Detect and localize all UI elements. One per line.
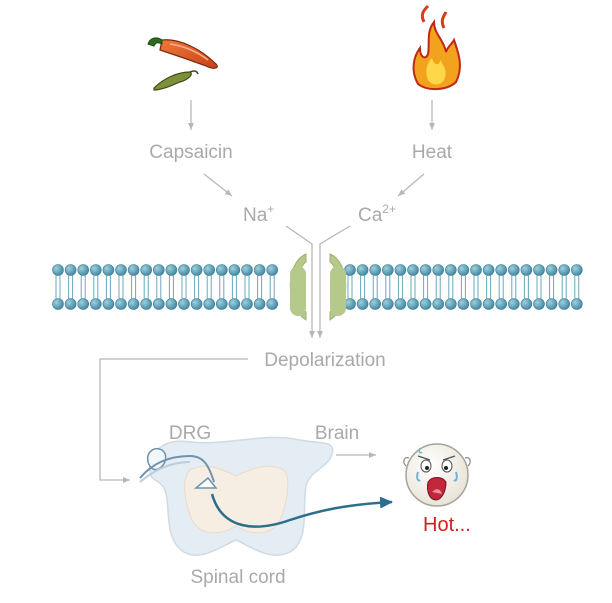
lipid-head <box>470 298 482 310</box>
lipid-head <box>356 264 369 276</box>
lipid-head <box>558 298 571 310</box>
lipid-head <box>407 264 419 276</box>
lipid-head <box>77 264 89 276</box>
lipid-head <box>432 298 445 310</box>
lipid-head <box>241 298 253 310</box>
lipid-head <box>140 298 152 310</box>
lipid-head <box>419 264 432 276</box>
chili-pepper-icon <box>147 37 218 91</box>
lipid-head <box>533 298 545 310</box>
spinal-cord-label: Spinal cord <box>190 567 285 588</box>
sweating-face-icon <box>403 443 471 507</box>
lipid-head <box>507 298 520 310</box>
lipid-head <box>64 298 77 310</box>
lipid-head <box>520 264 533 276</box>
lipid-head <box>127 298 140 310</box>
lipid-head <box>266 264 279 276</box>
lipid-head <box>216 298 228 310</box>
lipid-head <box>115 264 127 276</box>
lipid-head <box>102 298 115 310</box>
lipid-head <box>381 264 394 276</box>
lipid-head <box>115 298 127 310</box>
lipid-head <box>77 298 89 310</box>
lipid-head <box>253 264 266 276</box>
drg-label: DRG <box>169 423 211 444</box>
lipid-head <box>482 298 495 310</box>
calcium-charge: 2+ <box>382 202 396 216</box>
lipid-head <box>394 264 407 276</box>
lipid-head <box>520 298 533 310</box>
capsaicin-label: Capsaicin <box>149 142 232 163</box>
trpv1-channel-icon <box>289 253 347 321</box>
lipid-head <box>444 264 457 276</box>
lipid-head <box>216 264 228 276</box>
lipid-head <box>165 298 178 310</box>
lipid-head <box>344 264 356 276</box>
lipid-head <box>570 298 583 310</box>
lipid-head <box>533 264 545 276</box>
lipid-head <box>266 298 279 310</box>
brain-label: Brain <box>315 423 359 444</box>
lipid-head <box>545 298 558 310</box>
heat-label: Heat <box>412 142 453 163</box>
lipid-head <box>570 264 583 276</box>
lipid-head <box>507 264 520 276</box>
lipid-head <box>545 264 558 276</box>
lipid-head <box>407 298 419 310</box>
lipid-head <box>190 298 203 310</box>
lipid-head <box>495 298 508 310</box>
lipid-head <box>203 298 215 310</box>
lipid-head <box>369 298 382 310</box>
lipid-head <box>495 264 508 276</box>
lipid-head <box>165 264 178 276</box>
lipid-head <box>444 298 457 310</box>
sodium-ion-label: Na+ <box>243 202 274 226</box>
lipid-head <box>127 264 140 276</box>
lipid-head <box>381 298 394 310</box>
lipid-head <box>64 264 77 276</box>
lipid-head <box>90 264 102 276</box>
spinal-cord-icon <box>139 436 334 556</box>
lipid-head <box>190 264 203 276</box>
lipid-head <box>140 264 152 276</box>
lipid-head <box>241 264 253 276</box>
lipid-head <box>178 264 190 276</box>
lipid-head <box>203 264 215 276</box>
lipid-head <box>90 298 102 310</box>
sodium-symbol: Na <box>243 205 268 226</box>
lipid-head <box>52 264 64 276</box>
lipid-head <box>356 298 369 310</box>
lipid-head <box>558 264 571 276</box>
calcium-symbol: Ca <box>358 205 383 226</box>
lipid-head <box>153 298 165 310</box>
lipid-head <box>52 298 64 310</box>
flame-icon <box>412 4 461 90</box>
lipid-head <box>457 264 470 276</box>
calcium-ion-label: Ca2+ <box>358 202 396 226</box>
lipid-head <box>153 264 165 276</box>
lipid-head <box>228 264 241 276</box>
lipid-head <box>432 264 445 276</box>
lipid-head <box>394 298 407 310</box>
lipid-head <box>102 264 115 276</box>
hot-label: Hot... <box>423 514 471 536</box>
lipid-head <box>228 298 241 310</box>
lipid-head <box>457 298 470 310</box>
lipid-head <box>178 298 190 310</box>
lipid-head <box>419 298 432 310</box>
lipid-head <box>253 298 266 310</box>
lipid-head <box>470 264 482 276</box>
depolarization-label: Depolarization <box>264 350 385 371</box>
lipid-head <box>369 264 382 276</box>
lipid-head <box>482 264 495 276</box>
cell-membrane <box>52 264 583 310</box>
lipid-head <box>344 298 356 310</box>
sodium-charge: + <box>267 202 274 216</box>
